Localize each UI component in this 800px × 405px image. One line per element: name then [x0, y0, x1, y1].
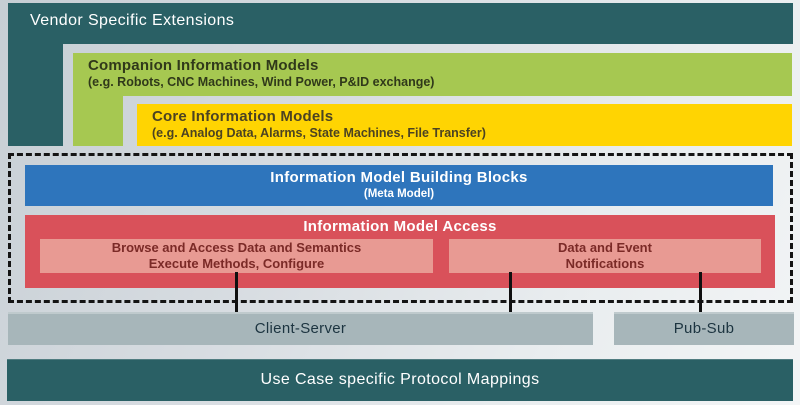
browse-access-box: Browse and Access Data and Semantics Exe… — [40, 239, 433, 273]
building-blocks-subtitle: (Meta Model) — [363, 188, 435, 200]
vendor-extensions-layer — [8, 3, 793, 44]
protocol-mappings-bar: Use Case specific Protocol Mappings — [7, 359, 793, 401]
protocol-mappings-title: Use Case specific Protocol Mappings — [260, 371, 540, 388]
companion-models-layer-left — [73, 53, 123, 146]
companion-models-layer — [73, 53, 792, 96]
vendor-extensions-layer-left — [8, 3, 63, 146]
model-access-title: Information Model Access — [303, 218, 497, 235]
companion-models-title: Companion Information Models — [88, 57, 319, 74]
data-event-line2: Notifications — [565, 256, 645, 271]
browse-access-line1: Browse and Access Data and Semantics — [111, 240, 362, 255]
companion-models-text: Companion Information Models (e.g. Robot… — [88, 56, 434, 90]
client-server-bar: Client-Server — [8, 312, 593, 345]
data-event-line1: Data and Event — [558, 240, 652, 255]
building-blocks-title: Information Model Building Blocks — [270, 169, 528, 186]
client-server-label: Client-Server — [254, 320, 347, 337]
companion-models-subtitle: (e.g. Robots, CNC Machines, Wind Power, … — [88, 75, 435, 89]
information-model-group-border — [8, 153, 793, 303]
connector-notifications-to-pub-sub — [699, 272, 702, 313]
connector-notifications-to-client-server — [509, 272, 512, 313]
browse-access-line2: Execute Methods, Configure — [148, 256, 325, 271]
data-event-notifications-box: Data and Event Notifications — [449, 239, 761, 273]
core-models-layer: Core Information Models (e.g. Analog Dat… — [137, 104, 792, 146]
core-models-subtitle: (e.g. Analog Data, Alarms, State Machine… — [152, 126, 486, 140]
pub-sub-label: Pub-Sub — [673, 320, 735, 337]
connector-browse-to-client-server — [235, 272, 238, 313]
building-blocks-bar: Information Model Building Blocks (Meta … — [25, 165, 773, 206]
core-models-title: Core Information Models — [152, 108, 334, 125]
vendor-extensions-title: Vendor Specific Extensions — [30, 12, 235, 29]
pub-sub-bar: Pub-Sub — [614, 312, 794, 345]
